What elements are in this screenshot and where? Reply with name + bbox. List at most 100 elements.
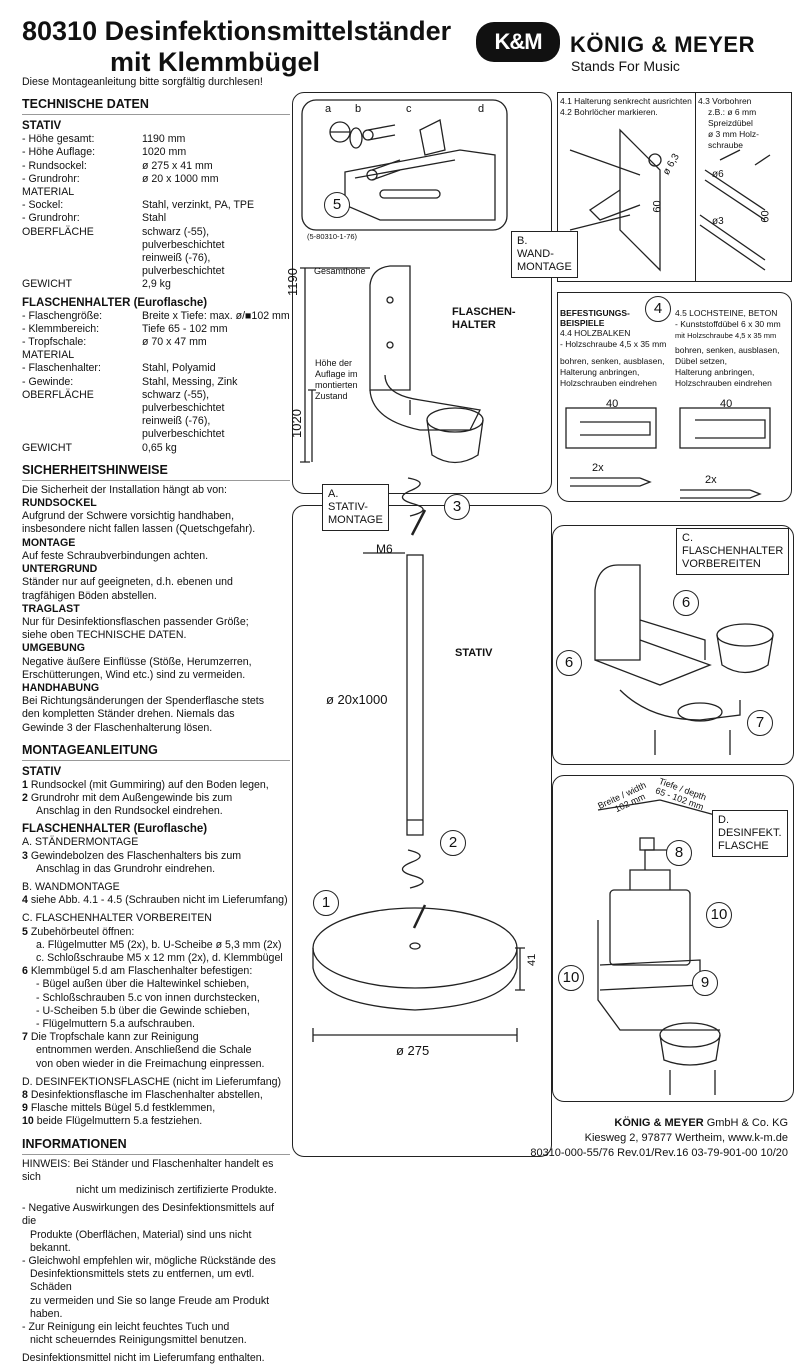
spec-key: - Höhe gesamt: bbox=[22, 133, 95, 146]
washer-drawing bbox=[349, 127, 363, 149]
spec-value: reinweiß (-76), pulverbeschichtet bbox=[142, 252, 225, 278]
info-line: - Negative Auswirkungen des Desinfektion… bbox=[22, 1202, 275, 1228]
safety-item-title: MONTAGE bbox=[22, 536, 76, 549]
safety-item-title: RUNDSOCKEL bbox=[22, 497, 97, 510]
examples-heading: BEFESTIGUNGS-BEISPIELE bbox=[560, 308, 630, 328]
clamp-bracket-drawing bbox=[344, 149, 496, 221]
stativ-spec-table: - Höhe gesamt: 1190 mm- Höhe Auflage:1020… bbox=[22, 133, 290, 291]
spec-value: 1190 mm bbox=[142, 133, 186, 146]
spec-row: - Rundsockel:ø 275 x 41 mm bbox=[22, 160, 290, 173]
assembly-b-steps: 4 siehe Abb. 4.1 - 4.5 (Schrauben nicht … bbox=[22, 894, 290, 907]
spec-row: - Gewinde:Stahl, Messing, Zink bbox=[22, 376, 290, 389]
part-letter-c: c bbox=[406, 103, 412, 115]
instruction-line: - Flügelmuttern 5.a aufschrauben. bbox=[36, 1017, 195, 1030]
section-b-label: B.WAND-MONTAGE bbox=[511, 231, 578, 278]
info-line: Produkte (Oberflächen, Material) sind un… bbox=[30, 1228, 252, 1254]
spec-row: reinweiß (-76), pulverbeschichtet bbox=[22, 415, 290, 441]
wing-nut-drawing bbox=[329, 121, 351, 143]
spec-value: ø 70 x 47 mm bbox=[142, 336, 207, 349]
step-badge-4: 4 bbox=[645, 296, 671, 322]
info-line: - Gleichwohl empfehlen wir, mögliche Rüc… bbox=[22, 1255, 276, 1268]
spec-row: - Höhe gesamt: 1190 mm bbox=[22, 133, 290, 146]
wood-example-text: 4.4 HOLZBALKEN- Holzschraube 4,5 x 35 mm… bbox=[560, 328, 667, 388]
spec-row: - Klemmbereich: Tiefe 65 - 102 mm bbox=[22, 323, 290, 336]
spec-value: Tiefe 65 - 102 mm bbox=[142, 322, 228, 335]
wall-examples-panel bbox=[557, 292, 792, 502]
dim-line-275 bbox=[312, 1028, 518, 1042]
parts-code: (5-80310-1-76) bbox=[307, 232, 358, 241]
instruction-line: 7 Die Tropfschale kann zur Reinigung bbox=[22, 1031, 199, 1044]
fh-figure-label: FLASCHEN-HALTER bbox=[452, 306, 516, 331]
footer-company: KÖNIG & MEYER GmbH & Co. KG Kiesweg 2, 9… bbox=[530, 1117, 788, 1159]
safety-intro: Die Sicherheit der Installation hängt ab… bbox=[22, 483, 227, 496]
carriage-bolt-drawing bbox=[362, 124, 396, 141]
info-line: Desinfektionsmittels stets zu entfernen,… bbox=[30, 1268, 255, 1294]
part-letter-d: d bbox=[478, 103, 485, 115]
spec-key: - Sockel: bbox=[22, 199, 64, 212]
spec-row: - Flaschenhalter: Stahl, Polyamid bbox=[22, 362, 290, 375]
assembly-a-steps: 3 Gewindebolzen des Flaschenhalters bis … bbox=[22, 850, 290, 876]
spec-row: - Höhe Auflage:1020 mm bbox=[22, 146, 290, 159]
spec-key: - Flaschengröße: bbox=[22, 309, 103, 322]
step-badge-6-left: 6 bbox=[556, 650, 582, 676]
spec-value: Stahl, Messing, Zink bbox=[142, 375, 238, 388]
assembly-figures-svg bbox=[300, 99, 774, 1095]
spec-row: reinweiß (-76), pulverbeschichtet bbox=[22, 252, 290, 278]
spec-row: MATERIAL bbox=[22, 349, 290, 362]
dim-line-1190 bbox=[300, 267, 310, 463]
wall-step-43-panel bbox=[695, 92, 792, 282]
parts-bag bbox=[301, 99, 508, 231]
spring-top-drawing bbox=[401, 477, 424, 517]
spec-key: - Grundrohr: bbox=[22, 172, 80, 185]
spec-key: - Flaschenhalter: bbox=[22, 362, 101, 375]
assembly-d-heading: D. DESINFEKTIONSFLASCHE (nicht im Liefer… bbox=[22, 1075, 282, 1088]
safety-item-text: Gewinde 3 der Flaschenhalterung lösen. bbox=[22, 721, 213, 734]
document-title: 80310 Desinfektionsmittelständer mit Kle… bbox=[22, 16, 452, 77]
step-badge-1: 1 bbox=[313, 890, 339, 916]
dim-6-drill: ø6 bbox=[712, 169, 724, 180]
spec-key: - Klemmbereich: bbox=[22, 322, 100, 335]
bottle-holder-bracket-drawing bbox=[597, 920, 721, 1095]
dim-3-drill: ø3 bbox=[712, 216, 724, 227]
dim-41: 41 bbox=[526, 953, 538, 966]
info-closing: Desinfektionsmittel nicht im Lieferumfan… bbox=[22, 1352, 265, 1365]
stativ-figure-label: STATIV bbox=[455, 647, 493, 659]
spec-row: MATERIAL bbox=[22, 186, 290, 199]
assembly-c-steps: 5 Zubehörbeutel öffnen:a. Flügelmutter M… bbox=[22, 926, 290, 1071]
safety-item-text: Ständer nur auf geeigneten, d.h. ebenen … bbox=[22, 576, 233, 589]
instruction-line: 6 Klemmbügel 5.d am Flaschenhalter befes… bbox=[22, 965, 253, 978]
spec-row: - Flaschengröße:Breite x Tiefe: max. ø/■… bbox=[22, 310, 290, 323]
safety-item-title: UNTERGRUND bbox=[22, 563, 98, 576]
instruction-line: 4 siehe Abb. 4.1 - 4.5 (Schrauben nicht … bbox=[22, 894, 288, 907]
info-line: nicht um medizinisch zertifizierte Produ… bbox=[76, 1184, 277, 1197]
twox-wood: 2x bbox=[592, 462, 604, 474]
instruction-line: 5 Zubehörbeutel öffnen: bbox=[22, 925, 135, 938]
safety-item-title: HANDHABUNG bbox=[22, 681, 100, 694]
spec-key: MATERIAL bbox=[22, 349, 75, 362]
spec-key: - Höhe Auflage: bbox=[22, 146, 96, 159]
step-badge-5: 5 bbox=[324, 192, 350, 218]
arrow-step2 bbox=[412, 904, 427, 929]
safety-item-title: TRAGLAST bbox=[22, 602, 80, 615]
spec-value: Stahl, Polyamid bbox=[142, 362, 216, 375]
spec-key: OBERFLÄCHE bbox=[22, 225, 94, 238]
spec-row: - Tropfschale:ø 70 x 47 mm bbox=[22, 336, 290, 349]
km-logo: K&M bbox=[476, 22, 560, 62]
second-bolt-drawing bbox=[366, 159, 401, 181]
fh-spec-table: - Flaschengröße:Breite x Tiefe: max. ø/■… bbox=[22, 310, 290, 455]
pipe-dimension: ø 20x1000 bbox=[326, 692, 388, 707]
instruction-line: Anschlag in den Rundsockel eindrehen. bbox=[36, 805, 223, 818]
dim-275: ø 275 bbox=[396, 1043, 430, 1058]
step-badge-10-left: 10 bbox=[558, 965, 584, 991]
section-d-label: D.DESINFEKT.FLASCHE bbox=[712, 810, 788, 857]
step-badge-6-right: 6 bbox=[673, 590, 699, 616]
spec-value: reinweiß (-76), pulverbeschichtet bbox=[142, 415, 225, 441]
safety-item-text: tragfähigen Böden abstellen. bbox=[22, 589, 157, 602]
info-line: nicht scheuerndes Reinigungsmittel benut… bbox=[30, 1334, 247, 1347]
